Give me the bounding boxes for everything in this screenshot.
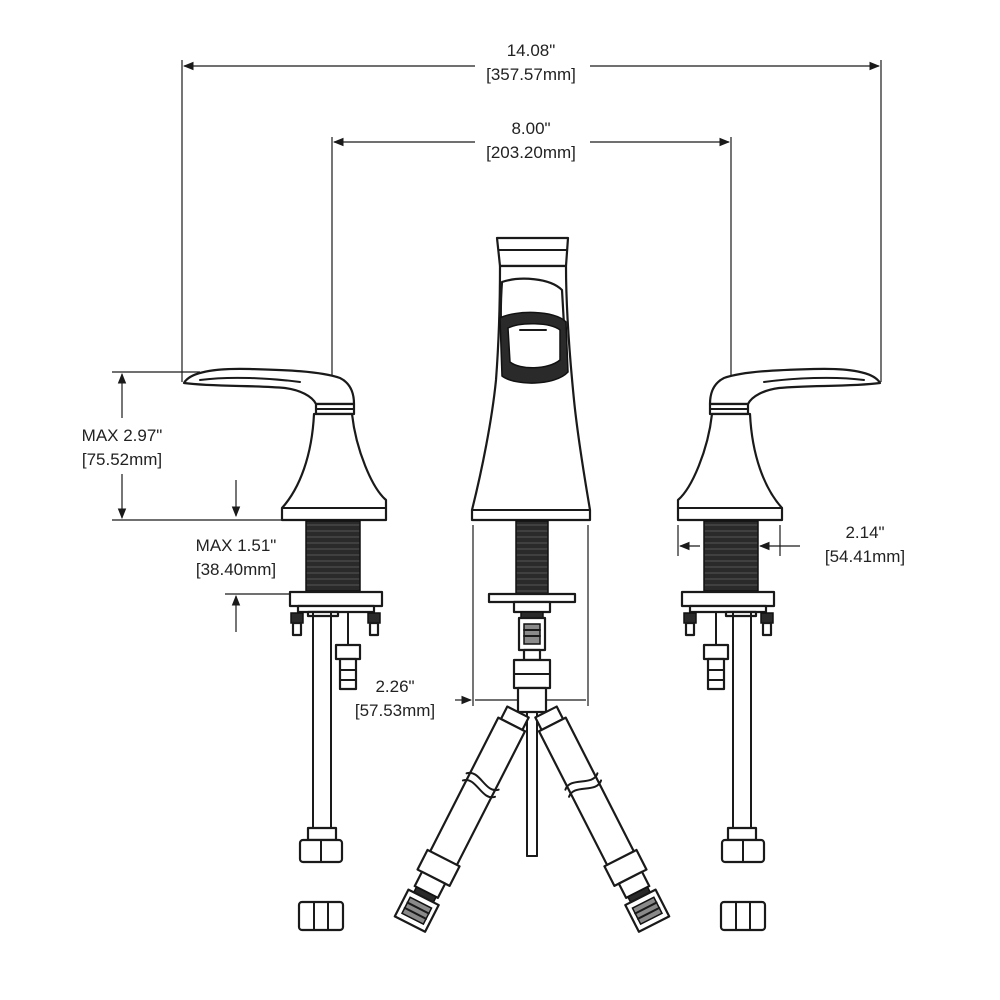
deck-thickness-mm: [38.40mm] — [196, 560, 276, 579]
spout-base-dimension: 2.26" [57.53mm] — [355, 525, 589, 720]
handle-height-in: MAX 2.97" — [82, 426, 163, 445]
spout-base-in: 2.26" — [375, 677, 414, 696]
center-spread-mm: [203.20mm] — [486, 143, 576, 162]
spout-base-mm: [57.53mm] — [355, 701, 435, 720]
handle-base-mm: [54.41mm] — [825, 547, 905, 566]
left-handle-valve — [182, 367, 388, 932]
overall-width-mm: [357.57mm] — [486, 65, 576, 84]
deck-thickness-dimension: MAX 1.51" [38.40mm] — [196, 480, 300, 632]
handle-base-in: 2.14" — [845, 523, 884, 542]
right-handle-valve — [676, 367, 882, 932]
overall-width-in: 14.08" — [507, 41, 556, 60]
overall-width-dimension: 14.08" [357.57mm] — [181, 41, 882, 382]
handle-height-dimension: MAX 2.97" [75.52mm] — [82, 371, 285, 521]
center-spread-in: 8.00" — [511, 119, 550, 138]
center-spread-dimension: 8.00" [203.20mm] — [331, 119, 732, 520]
center-spout — [393, 236, 671, 933]
handle-height-mm: [75.52mm] — [82, 450, 162, 469]
handle-base-dimension: 2.14" [54.41mm] — [677, 523, 905, 566]
deck-thickness-in: MAX 1.51" — [196, 536, 277, 555]
